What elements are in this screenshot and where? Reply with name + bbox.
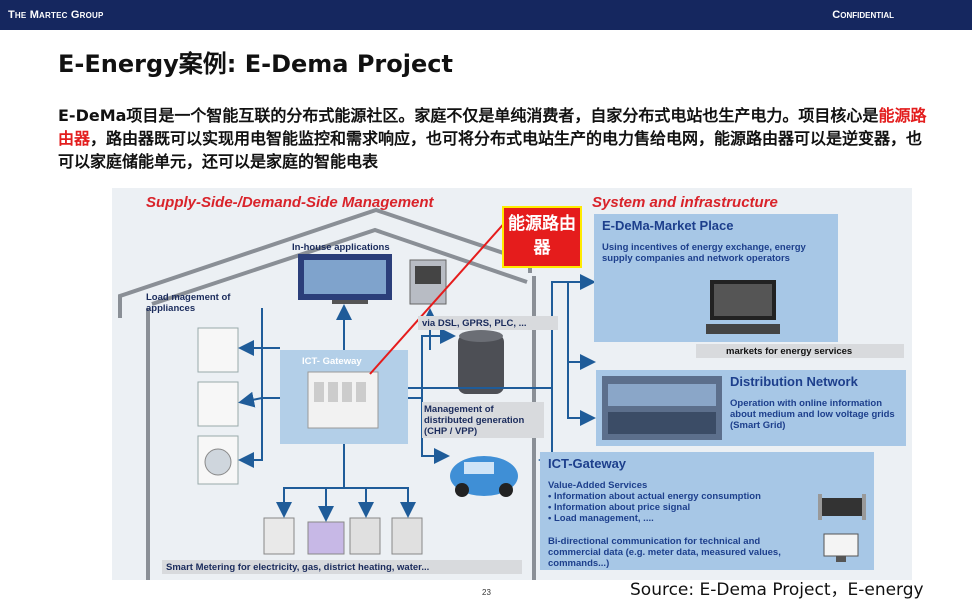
- tv-screen-image: [298, 254, 392, 304]
- chip-image: [818, 494, 866, 520]
- electric-car-image: [450, 456, 518, 497]
- load-management-label: Load magement of appliances: [146, 292, 231, 314]
- smart-metering-label: Smart Metering for electricity, gas, dis…: [166, 562, 430, 573]
- appliance-images: [197, 327, 239, 485]
- distribution-network-title: Distribution Network: [730, 374, 858, 389]
- callout-pointer-line: [369, 209, 517, 375]
- markets-services-bar: [696, 344, 904, 358]
- market-place-panel: E-DeMa-Market Place Using incentives of …: [594, 214, 838, 342]
- distribution-network-text: Operation with online information about …: [730, 398, 895, 431]
- gateway-label: ICT- Gateway: [302, 356, 362, 367]
- monitor-image: [706, 280, 780, 334]
- gateway-device: [307, 371, 379, 429]
- computer-image: [823, 533, 859, 562]
- ict-bullet-1: • Information about actual energy consum…: [548, 491, 761, 502]
- header-bar: The Martec Group Confidential: [0, 0, 972, 30]
- system-infrastructure-heading: System and infrastructure: [592, 194, 778, 211]
- ssdm-heading: Supply-Side-/Demand-Side Management: [146, 194, 434, 211]
- ict-value-added-heading: Value-Added Services: [548, 480, 648, 491]
- brand-name: The Martec Group: [8, 9, 104, 21]
- distributed-gen-label: Management of distributed generation (CH…: [424, 404, 525, 437]
- ict-bidirectional-text: Bi-directional communication for technic…: [548, 536, 781, 569]
- ict-gateway-title: ICT-Gateway: [548, 456, 627, 471]
- ict-bullet-2: • Information about price signal: [548, 502, 691, 513]
- via-label: via DSL, GPRS, PLC, ...: [422, 318, 527, 329]
- distributed-gen-bar: [422, 402, 544, 438]
- meter-images: [263, 517, 423, 555]
- display-device-image: [409, 259, 447, 305]
- chp-unit-image: [458, 330, 504, 394]
- market-place-title: E-DeMa-Market Place: [602, 218, 734, 233]
- intro-highlight: 能源路由器: [58, 106, 927, 148]
- slide-title: E-Energy案例: E-Dema Project: [58, 50, 453, 78]
- market-place-text: Using incentives of energy exchange, ene…: [602, 242, 806, 264]
- energy-router-callout: 能源路由器: [502, 206, 582, 268]
- distribution-network-panel: Distribution Network Operation with onli…: [596, 370, 906, 446]
- ict-gateway-panel: ICT-Gateway Value-Added Services • Infor…: [540, 452, 874, 570]
- confidential-label: Confidential: [832, 9, 894, 21]
- ict-bullet-3: • Load management, ....: [548, 513, 654, 524]
- intro-text-1: E-DeMa项目是一个智能互联的分布式能源社区。家庭不仅是单纯消费者，自家分布式…: [58, 106, 879, 125]
- markets-services-label: markets for energy services: [726, 346, 853, 357]
- diagram-graphics: [118, 207, 596, 580]
- in-house-label: In-house applications: [292, 242, 390, 253]
- source-note: Source: E-Dema Project，E-energy: [630, 580, 924, 600]
- control-room-image: [602, 376, 722, 440]
- via-bar: [418, 316, 558, 330]
- intro-text-2: ，路由器既可以实现用电智能监控和需求响应，也可将分布式电站生产的电力售给电网，能…: [58, 129, 923, 171]
- intro-paragraph: E-DeMa项目是一个智能互联的分布式能源社区。家庭不仅是单纯消费者，自家分布式…: [58, 104, 938, 173]
- smart-metering-bar: [162, 560, 522, 574]
- page-number: 23: [482, 588, 491, 597]
